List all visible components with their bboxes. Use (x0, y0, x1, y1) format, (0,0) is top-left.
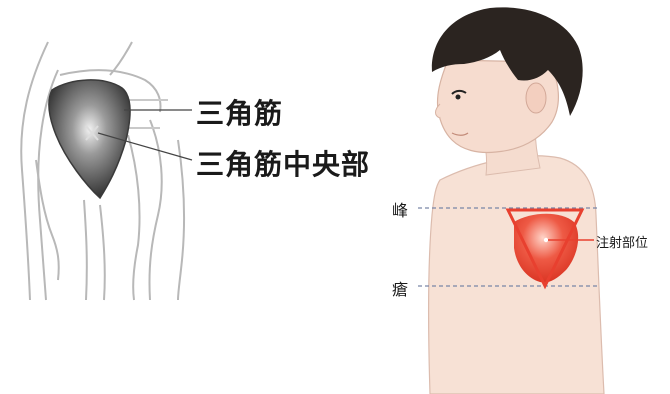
deltoid-muscle (48, 79, 131, 200)
acromion-label: 峰 (392, 201, 409, 220)
lower-landmark-label: 瘡 (392, 280, 409, 299)
injection-region (514, 213, 579, 283)
injection-x-mark (85, 125, 99, 141)
deltoid-label: 三角筋 (196, 97, 284, 130)
left-leader-lines (97, 109, 193, 161)
deltoid-center-label: 三角筋中央部 (196, 148, 371, 181)
injection-site-label: 注射部位 (596, 236, 649, 251)
hair (431, 7, 583, 116)
landmark-guides (418, 207, 598, 287)
injection-triangle (505, 208, 585, 290)
ear (525, 82, 547, 114)
eye (451, 89, 467, 95)
child-figure (428, 7, 605, 394)
injection-point (543, 237, 549, 243)
torso (428, 155, 605, 394)
